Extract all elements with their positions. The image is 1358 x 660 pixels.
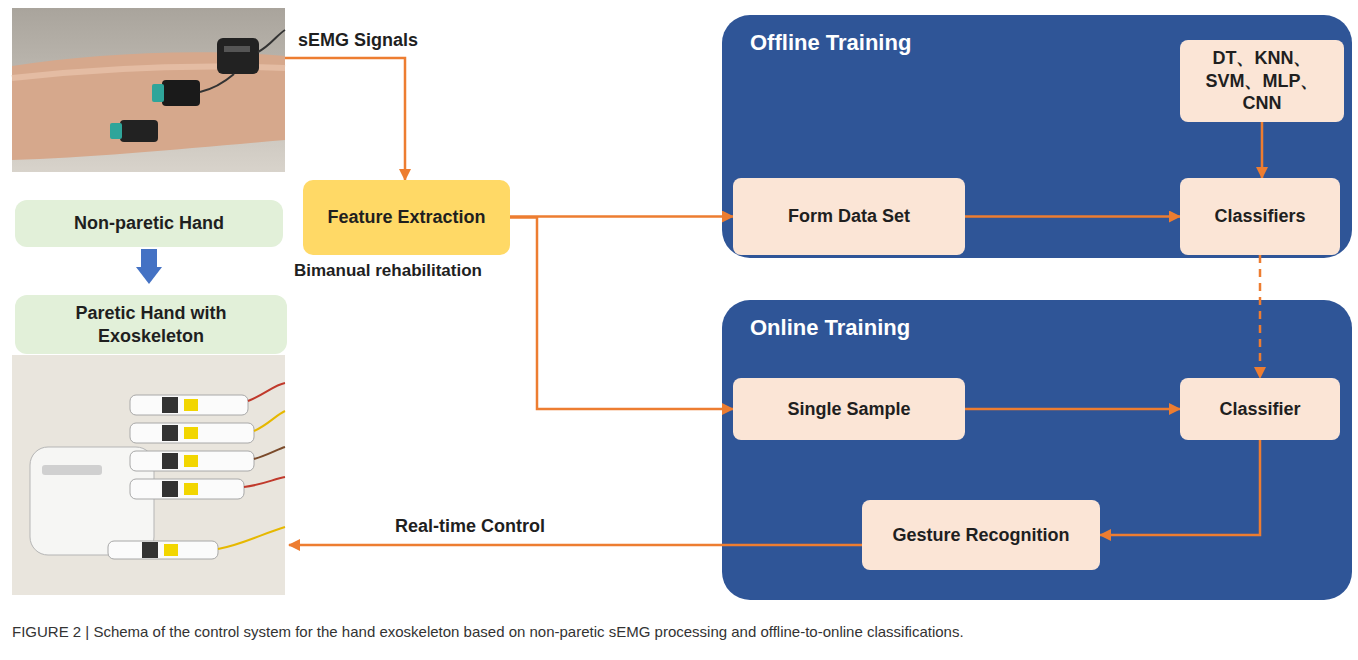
process-box: Feature Extraction: [303, 180, 510, 255]
flow-arrow: [510, 215, 733, 218]
training-panel: Offline TrainingDT、KNN、SVM、MLP、CNN Form D…: [722, 15, 1352, 258]
flow-arrow: [510, 218, 733, 410]
training-panel: Online TrainingSingle Sample ClassifierGe…: [722, 300, 1352, 600]
flow-arrow: [1261, 122, 1264, 178]
signal-label: sEMG Signals: [298, 30, 418, 52]
control-arrow: [289, 544, 862, 547]
flow-arrow: [965, 215, 1180, 218]
signal-arrow: [285, 58, 405, 180]
flow-arrow: [1259, 255, 1262, 378]
panel-title: Online Training: [750, 314, 910, 342]
box-label: Classifiers: [1214, 205, 1305, 228]
box-label: Paretic Hand with Exoskeleton: [23, 302, 279, 347]
block-arrow: [141, 249, 157, 267]
process-box: Gesture Recognition: [862, 500, 1100, 570]
signal-label: Real-time Control: [395, 516, 545, 538]
exoskeleton-photo: [12, 355, 285, 595]
box-label: DT、KNN、SVM、MLP、CNN: [1188, 47, 1336, 115]
figure-caption: FIGURE 2 | Schema of the control system …: [12, 622, 1346, 642]
box-label: Feature Extraction: [327, 206, 485, 229]
process-box: Classifier: [1180, 378, 1340, 440]
box-label: Gesture Recognition: [892, 524, 1069, 547]
hand-box: Non-paretic Hand: [15, 200, 283, 247]
flow-arrow: [965, 408, 1180, 411]
method-box: DT、KNN、SVM、MLP、CNN: [1180, 40, 1344, 122]
panel-title: Offline Training: [750, 29, 911, 57]
edge-label: Bimanual rehabilitation: [292, 261, 484, 281]
arm-photo: [12, 8, 285, 172]
process-box: Form Data Set: [733, 178, 965, 255]
process-box: Single Sample: [733, 378, 965, 440]
box-label: Single Sample: [787, 398, 910, 421]
box-label: Non-paretic Hand: [74, 212, 224, 235]
box-label: Classifier: [1219, 398, 1300, 421]
hand-box: Paretic Hand with Exoskeleton: [15, 295, 287, 354]
box-label: Form Data Set: [788, 205, 910, 228]
process-box: Classifiers: [1180, 178, 1340, 255]
